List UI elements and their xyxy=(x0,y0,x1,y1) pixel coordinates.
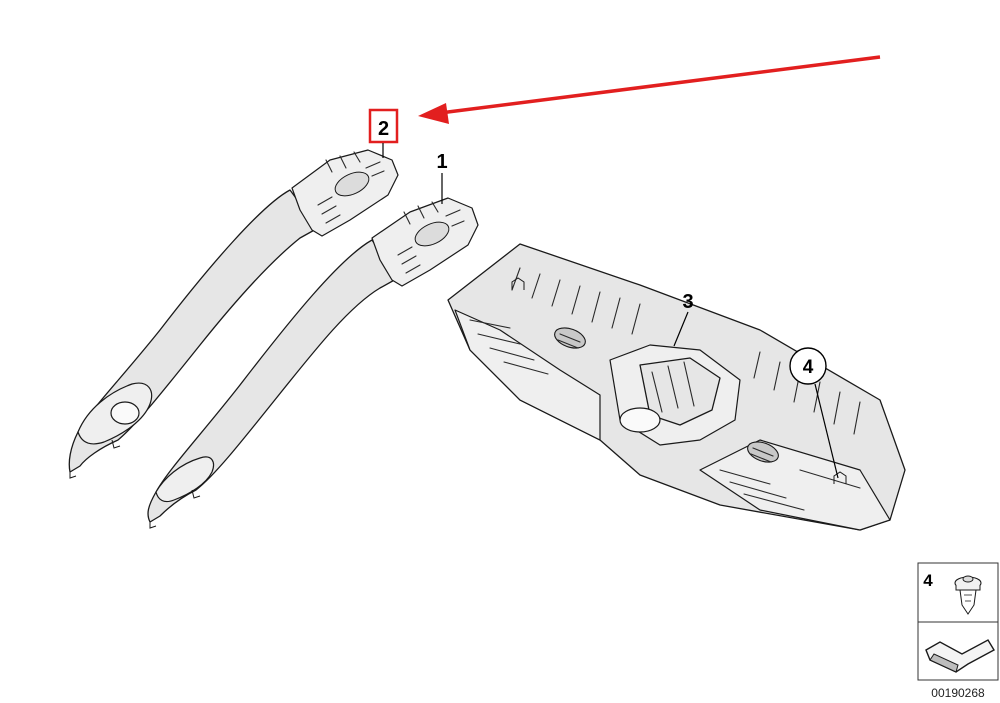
diagram-code: 00190268 xyxy=(931,686,985,700)
callout-3-label: 3 xyxy=(682,291,693,313)
pillar-trim-part-1 xyxy=(147,197,479,529)
rear-trim-panel-part-3 xyxy=(447,243,906,531)
callout-1-label: 1 xyxy=(436,151,447,173)
red-arrow xyxy=(418,55,881,124)
direction-arrow-icon xyxy=(925,639,995,673)
callout-2-label: 2 xyxy=(378,118,389,140)
clip-fastener-icon xyxy=(954,575,982,615)
callout-4-label: 4 xyxy=(803,357,814,378)
callout-4-circle xyxy=(789,347,827,385)
callout-4-leader xyxy=(814,383,839,479)
pillar-trim-part-2 xyxy=(68,149,399,479)
callout-3-leader xyxy=(673,311,689,347)
legend-item-number: 4 xyxy=(923,571,933,590)
callout-2-highlight-box xyxy=(368,108,399,144)
legend-box: 4 xyxy=(917,562,999,681)
